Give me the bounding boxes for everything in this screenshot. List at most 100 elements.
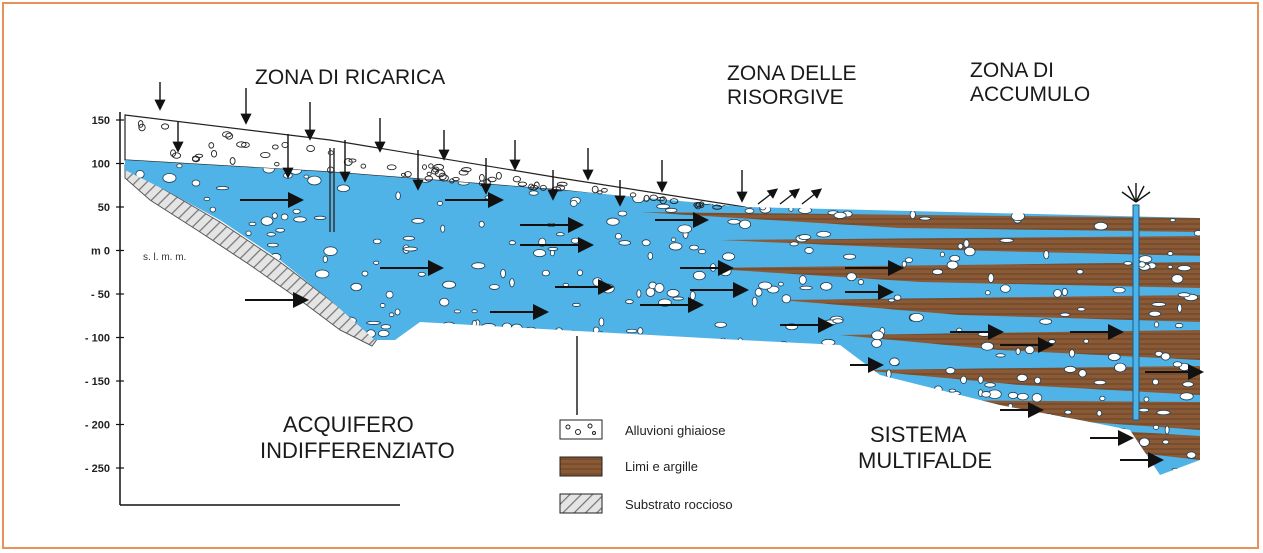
gravel-pebble [625,299,634,305]
gravel-pebble [243,263,250,270]
gravel-pebble [236,141,247,148]
artesian-fountain-icon [1121,183,1151,203]
gravel-pebble [471,262,486,270]
gravel-pebble [411,218,425,224]
gravel-pebble [933,385,943,394]
gravel-pebble [866,404,881,411]
gravel-pebble [635,403,645,411]
y-tick-label: 150 [92,115,110,127]
gravel-pebble [403,246,418,252]
gravel-pebble [891,186,897,196]
gravel-pebble [452,176,460,182]
gravel-pebble [156,329,168,334]
gravel-pebble [618,240,632,246]
gravel-pebble [136,238,143,244]
gravel-pebble [1053,435,1066,443]
gravel-pebble [629,192,637,198]
gravel-pebble [1068,202,1075,208]
gravel-pebble [138,123,146,132]
gravel-pebble [464,410,475,418]
gravel-pebble [175,269,184,279]
y-tick-label: m 0 [91,246,110,258]
gravel-pebble [1138,407,1150,413]
gravel-pebble [245,230,252,236]
gravel-pebble [478,220,485,228]
gravel-pebble [722,252,736,261]
gravel-pebble [1008,391,1019,399]
gravel-pebble [372,238,382,245]
gravel-pebble [1024,345,1035,355]
gravel-pebble [1009,467,1023,473]
gravel-pebble [525,326,537,332]
gravel-pebble [1046,413,1053,418]
gravel-pebble [848,385,863,392]
gravel-pebble [360,163,367,169]
gravel-pebble [610,432,621,439]
gravel-pebble [303,174,310,179]
gravel-pebble [1093,379,1107,386]
gravel-pebble [550,249,555,257]
gravel-pebble [253,313,265,319]
gravel-pebble [350,282,363,292]
gravel-pebble [292,208,301,215]
gravel-pebble [1061,287,1068,297]
gravel-pebble [1083,338,1090,344]
gravel-pebble [322,255,328,263]
gravel-pebble [984,382,996,388]
gravel-pebble [1152,424,1160,430]
gravel-pebble [987,273,995,283]
gravel-pebble [831,430,839,439]
gravel-pebble [501,322,513,332]
gravel-pebble [1077,170,1085,178]
gravel-pebble [988,416,1001,426]
gravel-pebble [539,184,547,191]
bedrock-substrate [124,164,379,347]
gravel-pebble [1143,396,1150,403]
gravel-pebble [789,241,799,247]
gravel-pebble [1034,376,1042,385]
gravel-pebble [653,378,667,388]
gravel-pebble [176,163,183,169]
legend-gravel-swatch [559,419,603,440]
gravel-pebble [909,312,924,323]
gravel-pebble [751,296,758,307]
gravel-pebble [871,330,884,341]
gravel-pebble [904,257,914,263]
gravel-pebble [1138,261,1146,268]
zone-recharge-title: ZONA DI RICARICA [255,66,445,89]
gravel-pebble [772,437,780,444]
gravel-pebble [530,184,539,191]
gravel-pebble [904,385,916,390]
gravel-pebble [759,203,767,211]
gravel-pebble [904,194,917,203]
gravel-pebble [235,316,245,322]
gravel-pebble [569,164,581,173]
y-tick-label: - 150 [85,376,110,388]
gravel-pebble [798,206,813,214]
gravel-pebble [293,216,307,223]
gravel-pebble [545,432,558,441]
gravel-pebble [1039,318,1053,325]
gravel-pebble [139,221,150,227]
gravel-pebble [670,237,677,243]
gravel-pebble [779,340,789,351]
gravel-pebble [1124,162,1134,169]
gravel-pebble [871,338,883,348]
gravel-pebble [1068,349,1076,358]
gravel-pebble [503,398,517,406]
gravel-pebble [126,296,137,304]
gravel-pebble [656,203,670,210]
gravel-pebble [1005,441,1012,449]
gravel-pebble [517,181,528,187]
gravel-pebble [737,337,743,344]
gravel-pebble [650,340,665,348]
gravel-pebble [1015,347,1021,355]
gravel-pebble [439,297,450,307]
gravel-pebble [606,217,620,226]
gravel-pebble [315,269,330,279]
gravel-pebble [759,382,771,387]
gravel-pebble [1097,431,1108,439]
gravel-pebble [125,259,132,266]
gravel-pebble [203,196,211,202]
zone-springs-title-1: ZONA DELLE [727,62,857,85]
